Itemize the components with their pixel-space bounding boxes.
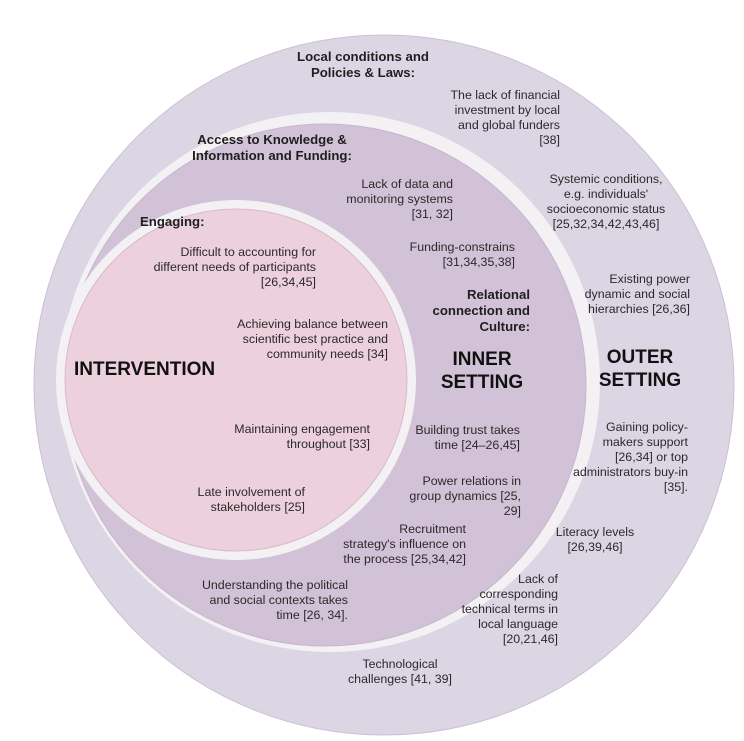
- outer-item-power-dynamic: Existing power dynamic and social hierar…: [584, 272, 690, 316]
- intervention-item-late-involvement: Late involvement of stakeholders [25]: [197, 485, 305, 514]
- outer-setting-title: OUTER SETTING: [598, 347, 682, 391]
- inner-item-building-trust: Building trust takes time [24–26,45]: [415, 423, 520, 452]
- inner-item-recruitment-strategy: Recruitment strategy's influence on the …: [343, 522, 466, 566]
- outer-item-technological-challenges: Technological challenges [41, 39]: [347, 657, 453, 686]
- intervention-circle: [64, 208, 408, 552]
- intervention-category-label: Engaging:: [140, 214, 205, 229]
- inner-category-relational-label: Relational connection and Culture:: [432, 287, 530, 334]
- inner-item-lack-of-data: Lack of data and monitoring systems [31,…: [346, 177, 453, 221]
- intervention-item-engagement: Maintaining engagement throughout [33]: [234, 422, 370, 451]
- inner-category-knowledge-label: Access to Knowledge & Information and Fu…: [192, 132, 352, 163]
- intervention-item-needs: Difficult to accounting for different ne…: [153, 245, 316, 289]
- inner-item-funding-constrains: Funding-constrains [31,34,35,38]: [409, 240, 515, 269]
- outer-item-technical-terms: Lack of corresponding technical terms in…: [461, 572, 558, 646]
- intervention-title: INTERVENTION: [74, 359, 216, 380]
- intervention-item-balance: Achieving balance between scientific bes…: [237, 317, 388, 361]
- outer-item-systemic-conditions: Systemic conditions, e.g. individuals' s…: [546, 172, 666, 231]
- outer-item-policy-makers-support: Gaining policy- makers support [26,34] o…: [572, 420, 688, 494]
- inner-setting-title: INNER SETTING: [440, 349, 524, 393]
- inner-item-power-relations: Power relations in group dynamics [25, 2…: [409, 474, 521, 518]
- outer-item-financial-investment: The lack of financial investment by loca…: [450, 88, 560, 147]
- inner-item-political-contexts: Understanding the political and social c…: [201, 578, 348, 622]
- outer-category-label: Local conditions and Policies & Laws:: [297, 49, 429, 80]
- outer-item-literacy-levels: Literacy levels [26,39,46]: [555, 525, 635, 554]
